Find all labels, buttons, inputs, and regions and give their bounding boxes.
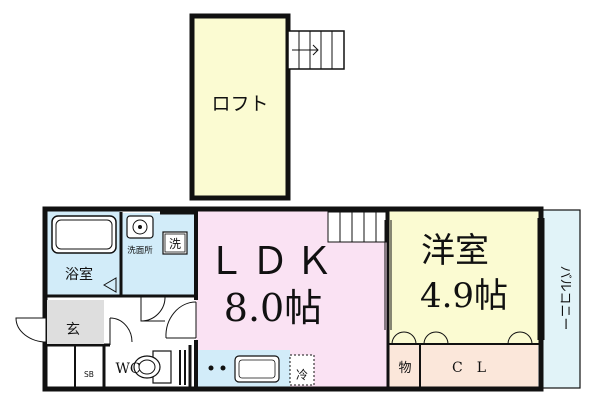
- closet-room: [421, 345, 538, 387]
- storage-label: 物: [398, 361, 411, 376]
- entrance-door: [15, 317, 49, 345]
- washroom-door: [140, 295, 166, 322]
- laundry-label: 洗: [169, 237, 181, 251]
- stove-icon: [208, 365, 214, 371]
- sink-icon: [234, 355, 280, 383]
- bath-door-icon: [103, 277, 117, 293]
- closet-doors: [391, 331, 533, 345]
- entrance-floor: [47, 300, 104, 344]
- outer-wall: [42, 206, 544, 392]
- closet-label: CL: [452, 360, 500, 376]
- ldk-size: 8.0帖: [224, 286, 322, 330]
- loft-room: [189, 13, 291, 201]
- western-room: [389, 210, 539, 344]
- ldk-stairs: [327, 211, 387, 243]
- interior-walls: [47, 209, 541, 389]
- fridge-space: [289, 354, 315, 386]
- bath-label: 浴室: [65, 266, 93, 283]
- laundry-pan: [162, 231, 188, 255]
- kitchen: [208, 355, 280, 383]
- washroom-label: 洗面所: [127, 245, 153, 256]
- western-size: 4.9帖: [420, 276, 508, 316]
- bathtub: [51, 215, 117, 254]
- loft-label: ロフト: [211, 93, 268, 115]
- ldk-door: [165, 301, 197, 339]
- western-label: 洋室: [421, 231, 489, 271]
- wc-label: WC: [115, 361, 140, 377]
- fridge-label: 冷: [296, 368, 308, 382]
- ldk-label: ＬＤＫ: [207, 239, 339, 283]
- hall-door: [109, 317, 133, 343]
- entrance-label: 玄: [66, 321, 80, 338]
- sb-label: SB: [84, 370, 94, 379]
- balcony: [541, 209, 581, 389]
- loft-area: ロフト: [189, 13, 345, 201]
- storage-room: [389, 345, 419, 387]
- toilet: [133, 350, 186, 385]
- washbasin: [126, 215, 154, 239]
- balcony-label: バルコニー: [557, 266, 572, 331]
